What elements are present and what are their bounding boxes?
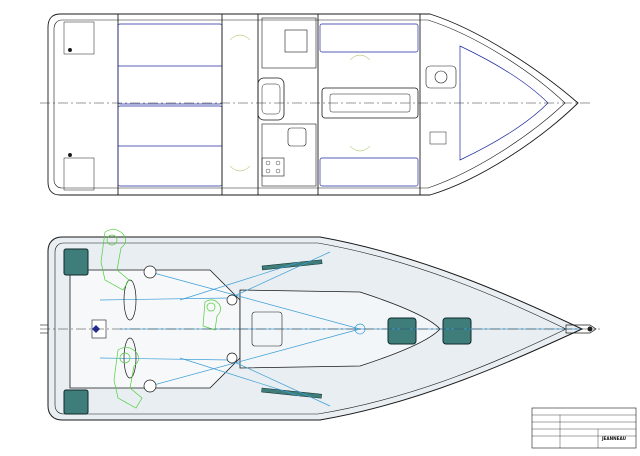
hatch-aft-port — [63, 248, 89, 276]
galley-unit — [261, 123, 317, 187]
hatch-forward-2 — [442, 317, 472, 345]
hatch-aft-starboard — [63, 389, 89, 415]
bow-roller — [565, 324, 597, 334]
companionway-steps — [257, 77, 285, 121]
aft-berths — [117, 23, 223, 187]
hull-outline-interior — [47, 13, 579, 196]
toe-rail — [54, 242, 567, 415]
hatch-forward-1 — [387, 317, 417, 345]
title-block-logo: JEANNEAU — [601, 436, 627, 441]
inner-sheer-line — [53, 19, 566, 189]
crew-figure-port-helm — [100, 229, 130, 291]
helm-wheels — [123, 279, 137, 379]
aft-cabin-port — [63, 21, 95, 55]
deck-hatches — [63, 248, 472, 415]
title-block: JEANNEAU — [531, 407, 637, 449]
crew-figure-winch-port — [202, 299, 221, 331]
interior-plan-view — [40, 13, 590, 196]
deck-plan-view — [40, 229, 600, 421]
crew-figure-starboard-helm — [113, 347, 143, 409]
heads-compartment — [261, 17, 317, 69]
galley-stove — [261, 157, 285, 177]
saloon-settees — [319, 23, 419, 187]
winches — [143, 265, 238, 393]
forward-cabin-vanity — [425, 65, 457, 89]
crew-figures — [100, 229, 221, 409]
aft-cabin-starboard — [63, 157, 95, 191]
furniture-details — [229, 34, 371, 172]
